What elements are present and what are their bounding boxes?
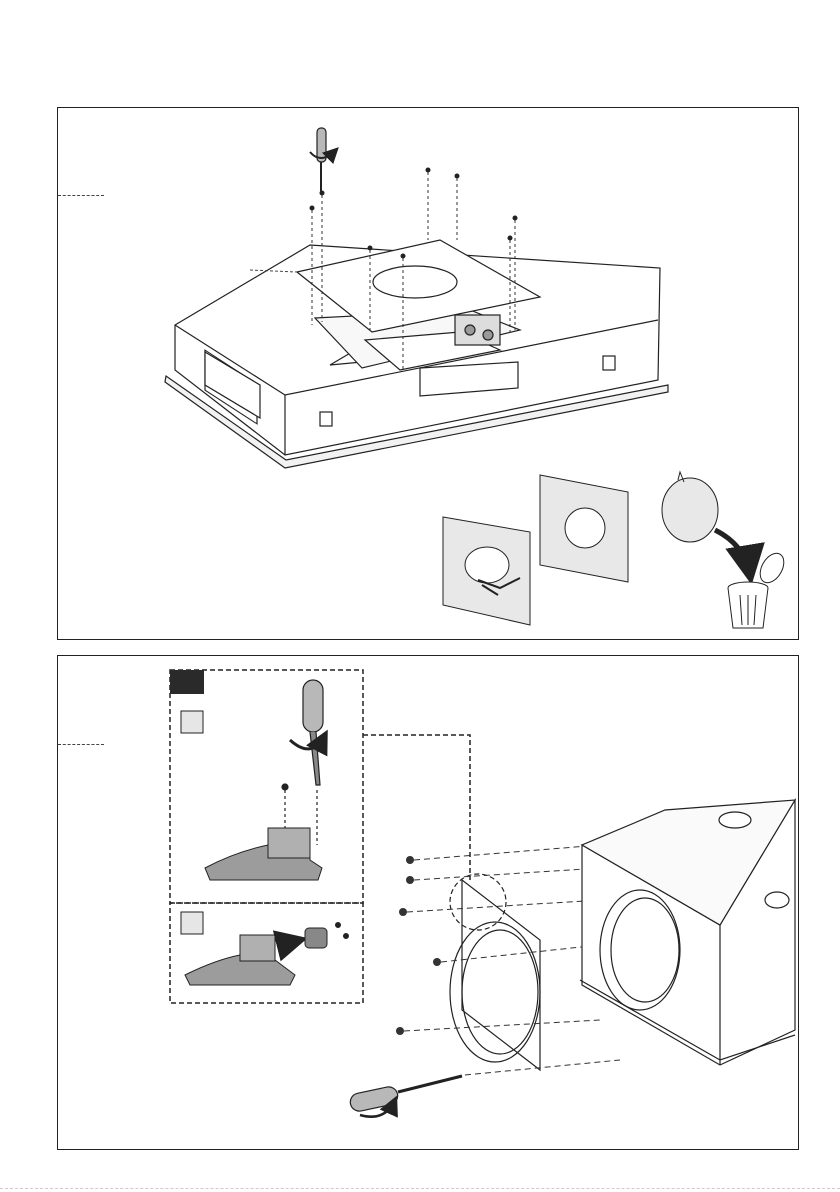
spare-plate-cutout bbox=[540, 475, 628, 582]
bracket-screwed bbox=[205, 828, 322, 880]
screwdriver-icon bbox=[310, 128, 336, 192]
duct-flange-ring bbox=[450, 874, 540, 1070]
step-light-square-1 bbox=[181, 711, 203, 733]
motor-housing-box bbox=[580, 800, 795, 1065]
screwdriver-bottom-icon bbox=[349, 1076, 462, 1117]
step-light-square-2 bbox=[181, 912, 203, 934]
spare-plate-with-pliers bbox=[443, 517, 530, 625]
flange-screws bbox=[396, 856, 441, 1035]
bracket-with-clip bbox=[185, 923, 349, 986]
detail-callout-line bbox=[363, 735, 470, 880]
step-dark-square bbox=[170, 670, 204, 694]
page-bottom-rule bbox=[0, 1188, 840, 1189]
screwdriver-large-icon bbox=[282, 680, 325, 845]
trash-bin-icon bbox=[728, 549, 789, 628]
knockout-disc bbox=[662, 472, 750, 575]
